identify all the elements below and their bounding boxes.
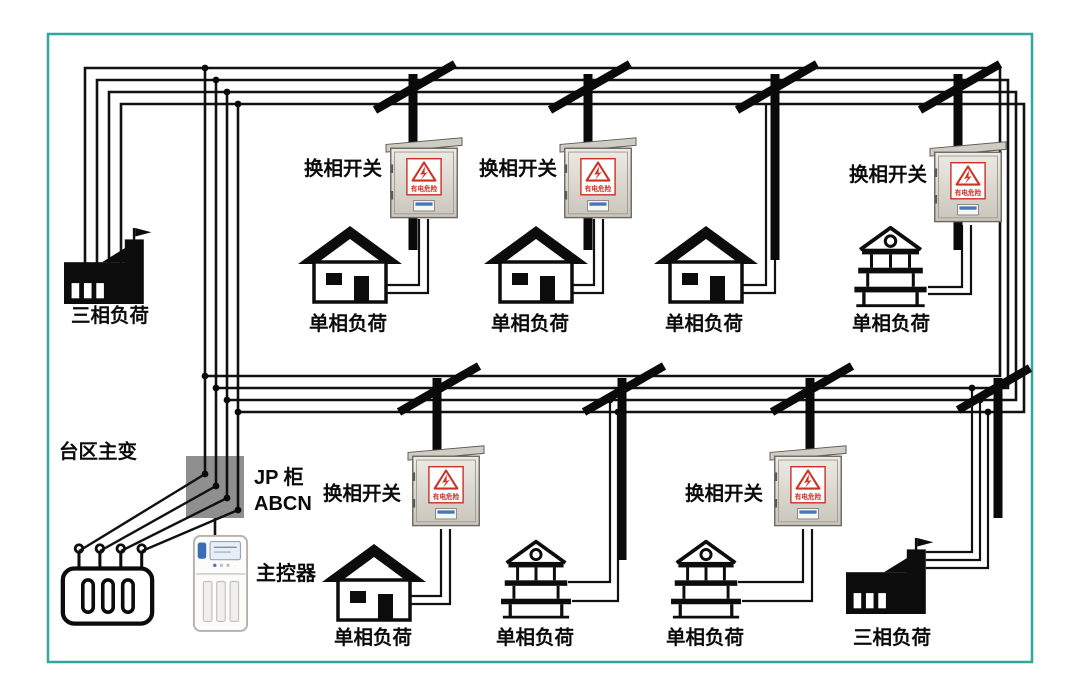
label-single-phase-load-5: 单相负荷 — [334, 626, 412, 649]
warning-sticker-text: 有电危险 — [433, 492, 460, 501]
label-single-phase-load-4: 单相负荷 — [852, 312, 930, 335]
phase-switch-box-3: 有电危险 — [928, 140, 1008, 223]
label-phase-switch-1: 换相开关 — [304, 157, 383, 180]
label-three-phase-load-bottom: 三相负荷 — [853, 626, 931, 649]
station-riser-wires — [203, 68, 240, 537]
junction-dots — [201, 64, 992, 514]
house-icon — [296, 224, 404, 304]
label-phase-switch-3: 换相开关 — [849, 163, 928, 186]
warning-sticker-text: 有电危险 — [411, 184, 438, 193]
label-jp-cabinet-buses: ABCN — [254, 493, 312, 515]
utility-poles-bottom — [396, 362, 1033, 560]
utility-pole — [734, 60, 820, 260]
warning-sticker-text: 有电危险 — [955, 188, 982, 197]
label-single-phase-load-3: 单相负荷 — [665, 312, 743, 335]
phase-switch-box-2: 有电危险 — [558, 136, 638, 219]
house-icon — [320, 542, 428, 622]
pavilion-icon — [852, 225, 929, 308]
label-single-phase-load-1: 单相负荷 — [309, 312, 387, 335]
label-three-phase-load-top: 三相负荷 — [71, 304, 149, 327]
factory-icon — [846, 538, 934, 614]
transformer-feed-wires — [78, 472, 239, 553]
house-icon — [482, 224, 590, 304]
label-district-transformer: 台区主变 — [59, 440, 138, 463]
utility-poles-top — [372, 60, 1003, 260]
utility-pole — [581, 362, 667, 560]
label-single-phase-load-2: 单相负荷 — [491, 312, 569, 335]
label-main-controller: 主控器 — [256, 561, 317, 585]
label-single-phase-load-7: 单相负荷 — [666, 626, 744, 649]
phase-switch-box-5: 有电危险 — [768, 444, 848, 527]
label-phase-switch-2: 换相开关 — [479, 157, 558, 180]
diagram-frame — [46, 32, 1034, 664]
label-single-phase-load-6: 单相负荷 — [496, 626, 574, 649]
label-phase-switch-4: 换相开关 — [323, 482, 402, 505]
pavilion-icon — [499, 539, 573, 619]
warning-sticker-text: 有电危险 — [795, 492, 822, 501]
label-phase-switch-5: 换相开关 — [685, 482, 764, 505]
service-drop-wires — [387, 104, 990, 606]
utility-pole — [396, 362, 482, 498]
warning-sticker-text: 有电危险 — [585, 184, 612, 193]
label-jp-cabinet: JP 柜 — [254, 466, 304, 489]
controller-icon — [192, 534, 249, 632]
phase-switch-box-1: 有电危险 — [384, 136, 464, 219]
house-icon — [652, 224, 760, 304]
phase-switch-box-4: 有电危险 — [406, 444, 486, 527]
transformer-icon — [63, 545, 152, 624]
pavilion-icon — [669, 539, 743, 619]
utility-pole — [769, 362, 855, 498]
utility-pole — [955, 364, 1033, 518]
